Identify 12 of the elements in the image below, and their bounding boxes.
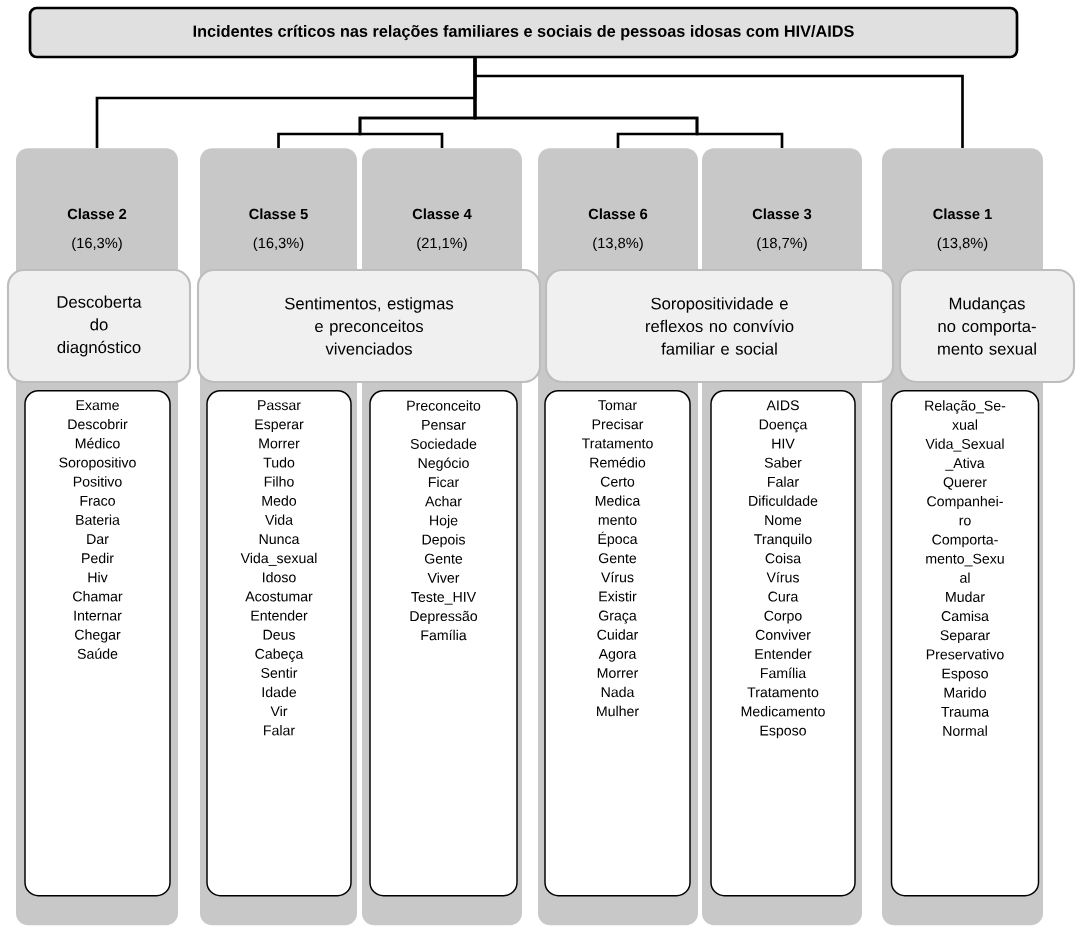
word-list-box: AIDS Doença HIV Saber Falar Dificuldade Nome Tranquilo Coisa Vírus Cura Corpo Conviver Entender Família Tratamento Medicamento Esposo bbox=[710, 390, 856, 897]
tree-connector bbox=[473, 58, 964, 148]
word-list-box: Preconceito Pensar Sociedade Negócio Ficar Achar Hoje Depois Gente Viver Teste_HIV Depressão Família bbox=[369, 390, 518, 897]
word-list-box: Exame Descobrir Médico Soropositivo Positivo Fraco Bateria Dar Pedir Hiv Chamar Internar Chegar Saúde bbox=[24, 390, 171, 897]
theme-box: Descoberta do diagnóstico bbox=[6, 268, 192, 384]
word-list-box: Tomar Precisar Tratamento Remédio Certo Medica mento Época Gente Vírus Existir Graça Cuidar Agora Morrer Nada Mulher bbox=[544, 390, 691, 897]
title-box: Incidentes críticos nas relações familiares e sociais de pessoas idosas com HIV/AIDS bbox=[28, 6, 1019, 59]
theme-box: Sentimentos, estigmas e preconceitos vivenciados bbox=[196, 268, 542, 384]
theme-box: Soropositividade e reflexos no convívio familiar e social bbox=[544, 268, 895, 384]
word-list-box: Passar Esperar Morrer Tudo Filho Medo Vida Nunca Vida_sexual Idoso Acostumar Entender Deus Cabeça Sentir Idade Vir Falar bbox=[206, 390, 352, 897]
word-list-box: Relação_Se- xual Vida_Sexual _Ativa Querer Companhei- ro Comporta- mento_Sexu al Mudar Camisa Separar Preservativo Esposo Marido Trauma Normal bbox=[890, 390, 1040, 897]
theme-box: Mudanças no comporta- mento sexual bbox=[898, 268, 1076, 384]
